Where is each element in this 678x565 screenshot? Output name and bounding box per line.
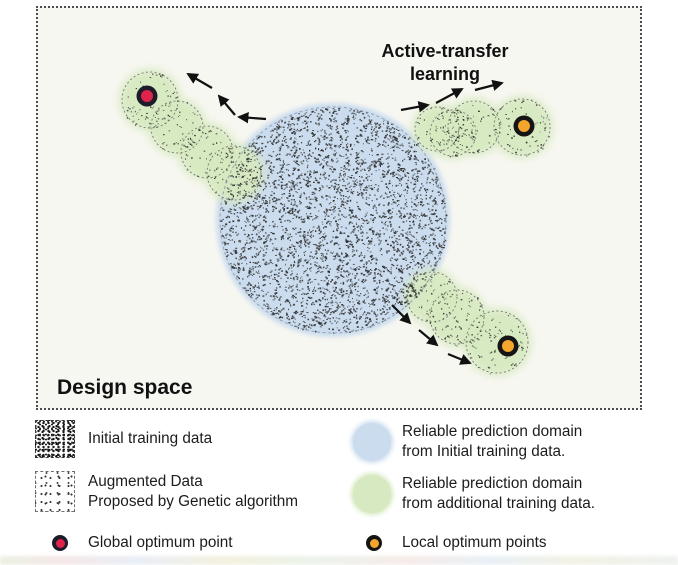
reliable-additional-domain-swatch <box>353 475 391 513</box>
legend-label-line: Reliable prediction domain <box>402 423 583 440</box>
global-optimum-swatch <box>52 535 68 551</box>
arrow <box>418 329 439 347</box>
design-space-canvas: Active-transfer learning Design space <box>36 6 642 410</box>
legend-label: Local optimum points <box>402 534 547 551</box>
local-optimum-point <box>513 115 535 137</box>
local-optimum-point <box>497 335 519 357</box>
local-optimum-swatch <box>366 535 382 551</box>
initial-domain-dashed-outline <box>219 106 447 334</box>
legend-item-initial-training-data: Initial training data <box>35 420 212 458</box>
arrow <box>400 101 430 113</box>
arrow <box>217 94 236 116</box>
legend-label: Reliable prediction domain from addition… <box>402 474 595 514</box>
diagram-figure <box>119 69 553 376</box>
diagram-title: Active-transfer learning <box>381 41 509 84</box>
legend-label-line: from Initial training data. <box>402 443 566 460</box>
arrow <box>474 79 504 92</box>
legend-label-line: Proposed by Genetic algorithm <box>88 492 299 510</box>
arrow <box>391 304 412 325</box>
cropped-caption-blur-strip <box>0 556 678 565</box>
legend-item-reliable-initial-domain: Reliable prediction domain from Initial … <box>353 422 582 462</box>
legend-item-reliable-additional-domain: Reliable prediction domain from addition… <box>353 474 595 514</box>
transfer-arrows <box>186 73 504 365</box>
legend-label-line: from additional training data. <box>402 495 596 512</box>
initial-training-data-stipple <box>220 108 448 334</box>
legend-item-local-optimum: Local optimum points <box>366 533 547 553</box>
additional-domain-chain <box>404 269 531 376</box>
initial-training-data-swatch <box>35 420 75 458</box>
arrow <box>447 352 472 365</box>
augmented-region-dashed-outlines <box>121 71 551 374</box>
legend-label-line: Reliable prediction domain <box>402 475 583 492</box>
design-space-label: Design space <box>57 376 193 399</box>
arrow <box>237 111 267 124</box>
additional-domain-chain <box>119 69 264 203</box>
augmented-data-swatch <box>35 471 75 512</box>
legend-label-line: Augmented Data <box>88 472 203 490</box>
legend-item-augmented-data: Augmented Data Proposed by Genetic algor… <box>35 471 298 512</box>
reliable-initial-domain-swatch <box>353 423 391 461</box>
legend-label: Augmented Data Proposed by Genetic algor… <box>88 472 298 512</box>
legend-label: Initial training data <box>88 430 213 447</box>
arrow <box>186 73 213 89</box>
initial-domain-circle <box>216 103 450 337</box>
global-optimum-point <box>136 85 158 107</box>
legend-label: Global optimum point <box>88 534 233 551</box>
arrow <box>435 88 464 104</box>
legend-label: Reliable prediction domain from Initial … <box>402 422 582 462</box>
legend-item-global-optimum: Global optimum point <box>52 533 233 553</box>
